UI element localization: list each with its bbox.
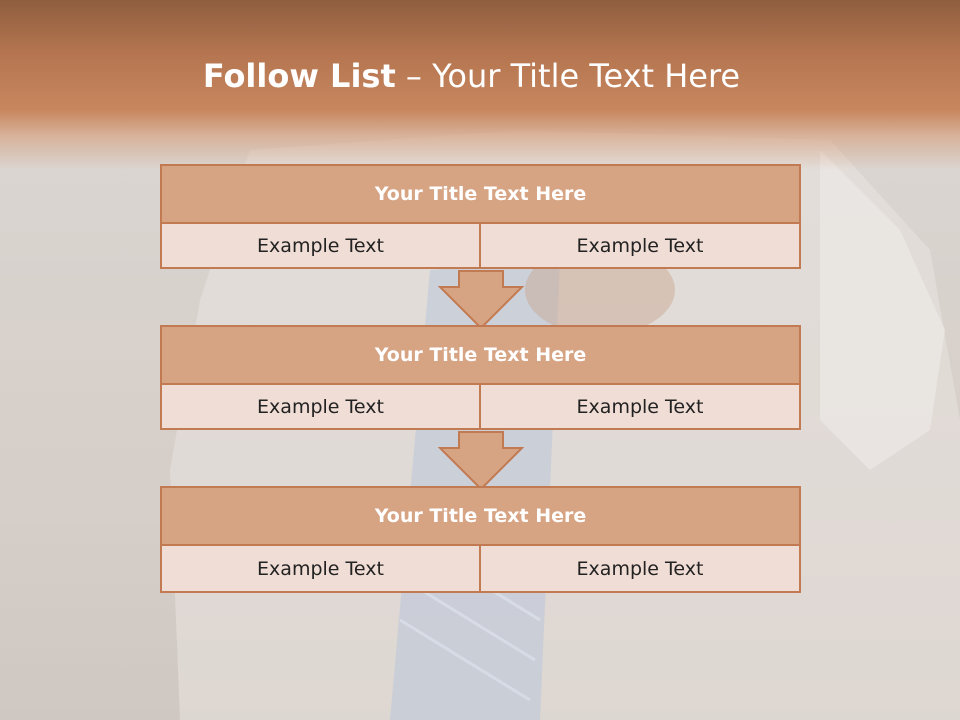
title-rest: Your Title Text Here [432, 57, 741, 95]
block-title: Your Title Text Here [160, 325, 801, 385]
slide-title: Follow List – Your Title Text Here [0, 52, 943, 100]
down-arrow-icon [438, 431, 524, 491]
block-right-cell: Example Text [479, 222, 801, 269]
block-right-cell: Example Text [479, 544, 801, 593]
block-title: Your Title Text Here [160, 164, 801, 224]
block-left-cell: Example Text [160, 544, 481, 593]
block-left-cell: Example Text [160, 383, 481, 430]
block-left-cell: Example Text [160, 222, 481, 269]
title-separator: – [395, 57, 433, 95]
block-right-cell: Example Text [479, 383, 801, 430]
down-arrow-icon [438, 270, 524, 330]
title-bold: Follow List [202, 57, 396, 95]
block-title: Your Title Text Here [160, 486, 801, 546]
title-bar [0, 0, 960, 170]
